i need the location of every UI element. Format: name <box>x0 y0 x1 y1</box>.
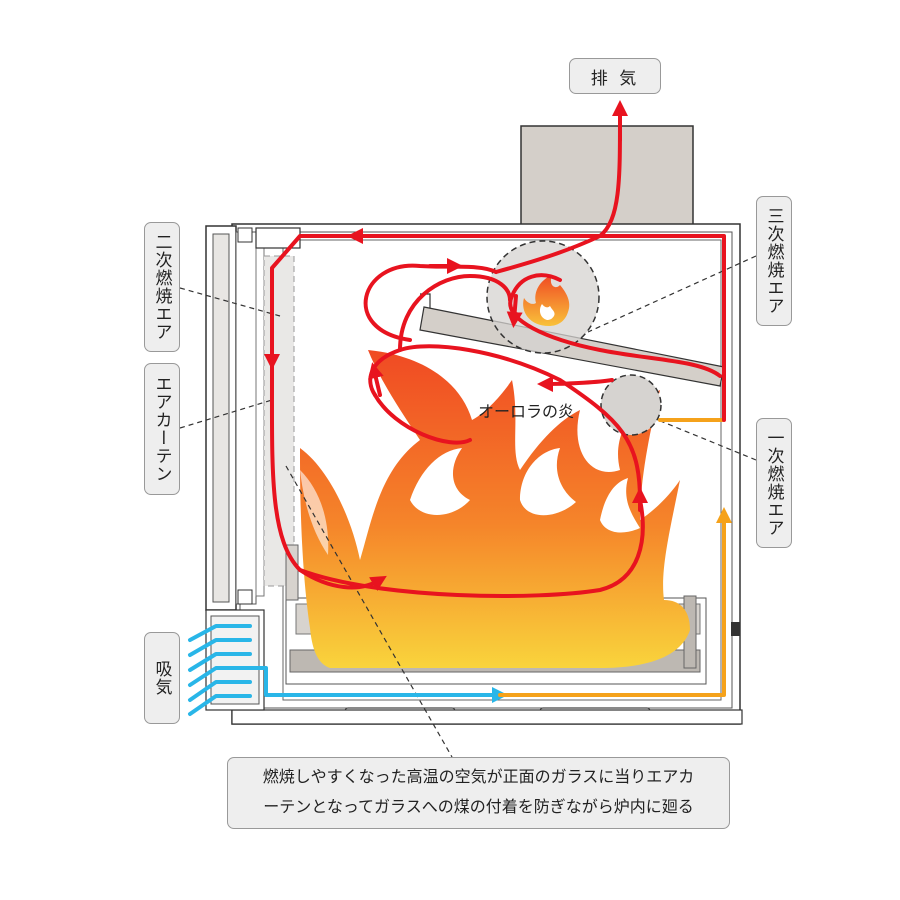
secondary-air-label: 二次燃焼エア <box>144 222 180 352</box>
caption-line-1: 燃焼しやすくなった高温の空気が正面のガラスに当りエアカ <box>262 767 695 786</box>
glass-door <box>205 225 301 611</box>
leader-lines <box>179 255 757 758</box>
tertiary-air-label: 三次燃焼エア <box>756 196 792 326</box>
intake-label-text: 吸気 <box>151 660 172 696</box>
intake-airflow <box>188 624 508 716</box>
primary-air-circle <box>600 374 662 436</box>
exhaust-label: 排 気 <box>569 58 661 94</box>
caption-line-2: ーテンとなってガラスへの煤の付着を防ぎながら炉内に廻る <box>263 797 694 816</box>
air-curtain-label: エアカーテン <box>144 363 180 495</box>
caption-box: 燃焼しやすくなった高温の空気が正面のガラスに当りエアカ ーテンとなってガラスへの… <box>227 757 730 829</box>
exhaust-label-text: 排 気 <box>590 68 640 89</box>
aurora-flame-label: オーロラの炎 <box>478 402 575 421</box>
intake-label: 吸気 <box>144 632 180 724</box>
primary-air-label-text: 一次燃焼エア <box>763 429 784 537</box>
hot-airflow <box>264 100 726 598</box>
main-flame <box>300 350 690 668</box>
primary-air-label: 一次燃焼エア <box>756 418 792 548</box>
small-flame-icon <box>523 275 570 326</box>
secondary-air-label-text: 二次燃焼エア <box>151 233 172 341</box>
chimney <box>520 125 694 238</box>
primary-airflow <box>498 418 732 697</box>
tertiary-air-label-text: 三次燃焼エア <box>763 207 784 315</box>
air-curtain-label-text: エアカーテン <box>151 375 172 483</box>
